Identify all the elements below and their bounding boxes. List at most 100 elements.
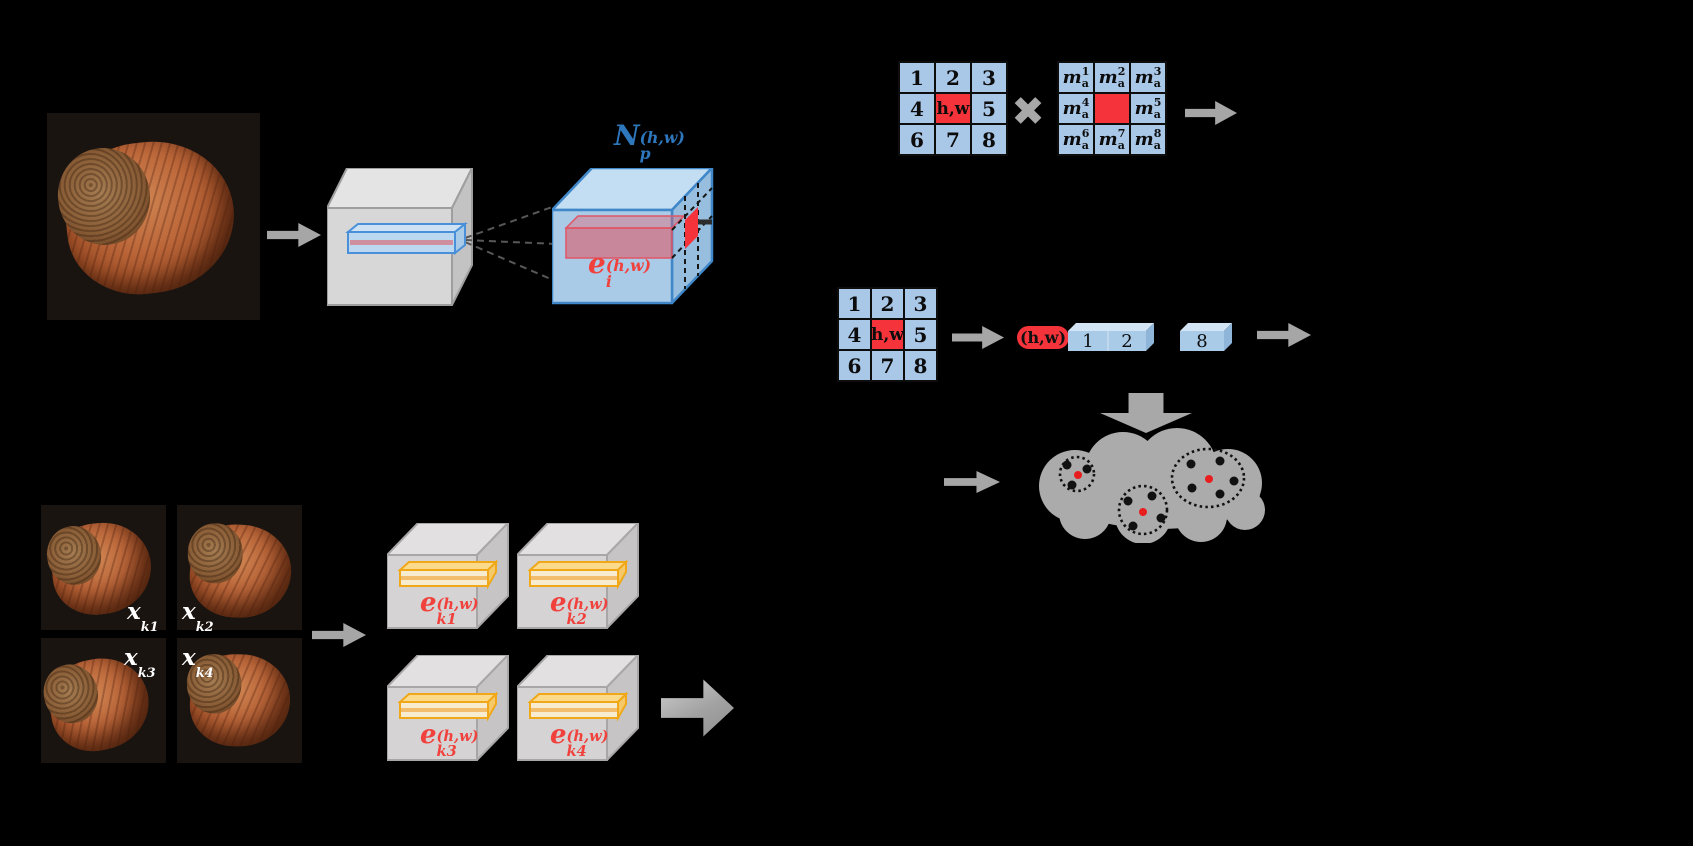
- augmented-image-4: [177, 638, 302, 763]
- mask-sup: 6: [1081, 127, 1090, 141]
- patch-slab-stripe: [350, 240, 453, 245]
- neighbor-grid-center-cell: h,w: [936, 94, 970, 123]
- sequence-box-8-shape: 8: [1180, 323, 1232, 352]
- aug-emb-sup: (h,w): [566, 596, 609, 614]
- aug-emb-sub: k2: [566, 611, 587, 629]
- flatten-grid-cell: 5: [905, 320, 936, 349]
- aug-label-sub: k4: [195, 665, 214, 681]
- multiply-icon: ✖: [1011, 89, 1045, 135]
- sequence-box-2: 2: [1121, 331, 1132, 352]
- neighborhood-label-base: N: [614, 119, 640, 152]
- mask-sub: a: [1081, 107, 1089, 121]
- augmented-image-3: [41, 638, 166, 763]
- aug-label-sub: k3: [137, 665, 156, 681]
- sequence-bar-front: [1068, 331, 1146, 351]
- flatten-grid: 1 2 3 4 h,w 5 6 7 8: [837, 287, 938, 382]
- aug-emb-base: e: [550, 588, 567, 618]
- neighborhood-label-sup: (h,w): [639, 128, 685, 148]
- arrow-right-icon: [1185, 101, 1237, 125]
- mask-sub: a: [1153, 138, 1161, 152]
- fan-dash-bottom: [464, 241, 554, 281]
- center-embedding-base: e: [588, 247, 606, 280]
- aug-embedding-label-1: e(h,w)k1: [420, 590, 478, 628]
- mask-sub: a: [1153, 107, 1161, 121]
- neighborhood-label: N(h,w)p: [614, 122, 685, 162]
- selected-patch-cell: [685, 207, 698, 249]
- mask-sup: 7: [1117, 127, 1126, 141]
- fan-dash-top: [464, 205, 556, 239]
- big-arrow-right-icon: [661, 679, 734, 737]
- mask-base: m: [1134, 98, 1154, 119]
- mask-sup: 4: [1081, 96, 1090, 110]
- aug-embedding-label-3: e(h,w)k3: [420, 722, 478, 760]
- aug-embedding-cube-1: [387, 523, 509, 629]
- aug-label-base: x: [127, 598, 141, 625]
- aug-emb-base: e: [420, 588, 437, 618]
- center-embedding-sub: i: [605, 272, 612, 292]
- aug-emb-base: e: [420, 720, 437, 750]
- aug-label-2: x k2: [182, 600, 214, 634]
- face-grid-dash-d1: [671, 187, 713, 231]
- neighbor-grid-cell: 1: [900, 63, 934, 92]
- neighbor-grid-cell: 4: [900, 94, 934, 123]
- arrow-right-icon: [267, 223, 321, 247]
- yellow-slab-top: [527, 693, 629, 703]
- neighbor-grid-cell: 2: [936, 63, 970, 92]
- mask-grid-center-cell: [1095, 94, 1129, 123]
- arrow-right-icon: [944, 470, 1000, 494]
- sequence-box8-top: [1180, 323, 1232, 331]
- sequence-box8-end: [1224, 323, 1232, 351]
- mask-sup: 2: [1117, 65, 1126, 79]
- arrow-right-icon: [952, 326, 1004, 349]
- cluster-3: [1170, 447, 1246, 509]
- mask-sup: 8: [1153, 127, 1162, 141]
- mask-base: m: [1134, 129, 1154, 150]
- aug-emb-sup: (h,w): [566, 728, 609, 746]
- mask-sub: a: [1117, 138, 1125, 152]
- flatten-grid-center-cell: h,w: [871, 320, 904, 349]
- aug-emb-sub: k3: [436, 743, 457, 761]
- flatten-grid-cell: 7: [872, 351, 903, 380]
- flatten-grid-cell: 1: [839, 289, 870, 318]
- aug-embedding-cube-2: [517, 523, 639, 629]
- patch-slab-top: [345, 223, 468, 233]
- cluster-1-center: [1074, 471, 1082, 479]
- augmented-image-1: [41, 505, 166, 630]
- mask-base: m: [1098, 129, 1118, 150]
- aug-embedding-label-2: e(h,w)k2: [550, 590, 608, 628]
- aug-emb-sub: k4: [566, 743, 587, 761]
- aug-emb-sup: (h,w): [436, 728, 479, 746]
- mask-sup: 5: [1153, 96, 1162, 110]
- aug-label-sub: k1: [140, 619, 159, 635]
- fan-dash-mid: [464, 239, 558, 245]
- cluster-3-center: [1205, 475, 1213, 483]
- mask-sup: 3: [1153, 65, 1162, 79]
- cluster-1: [1058, 455, 1096, 493]
- yellow-slab-top: [397, 693, 499, 703]
- yellow-slab-stripe: [531, 708, 617, 712]
- aug-label-1: x k1: [127, 600, 159, 634]
- mask-base: m: [1134, 67, 1154, 88]
- sequence-pill: (h,w): [1017, 326, 1069, 349]
- yellow-slab-stripe: [401, 576, 487, 580]
- input-hazelnut-image: [47, 113, 260, 320]
- sequence-bar-end: [1146, 323, 1154, 351]
- center-slab-front: [565, 227, 673, 259]
- mask-sub: a: [1081, 138, 1089, 152]
- mask-sub: a: [1081, 76, 1089, 90]
- mask-sub: a: [1117, 76, 1125, 90]
- arrow-down-icon: [1100, 393, 1192, 433]
- aug-embedding-label-4: e(h,w)k4: [550, 722, 608, 760]
- mask-base: m: [1062, 129, 1082, 150]
- center-slab-top: [564, 215, 686, 229]
- arrow-right-icon: [312, 623, 366, 647]
- arrow-right-icon: [1257, 323, 1311, 347]
- aug-label-sub: k2: [195, 619, 214, 635]
